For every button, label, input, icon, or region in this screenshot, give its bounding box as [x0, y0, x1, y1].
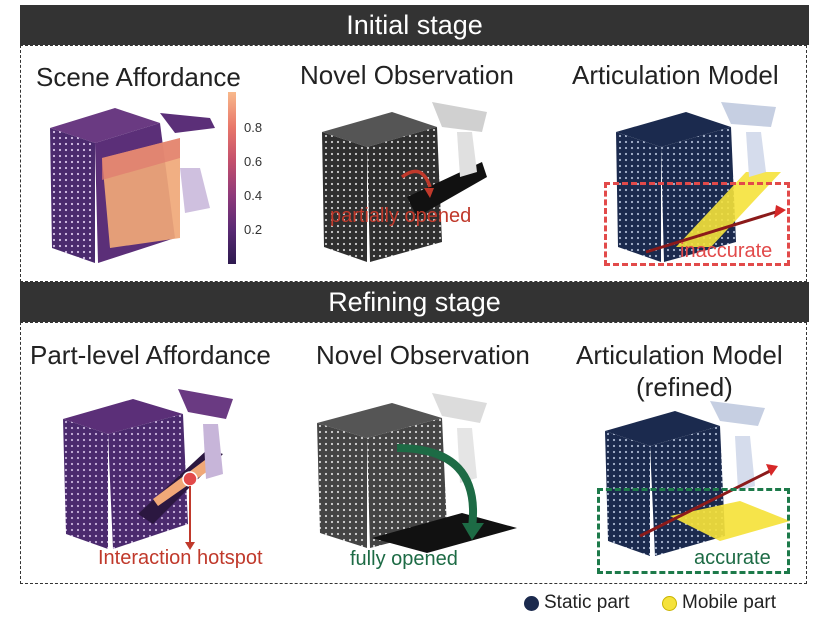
articulation-model-refined-subtitle: (refined)	[636, 372, 733, 402]
static-part-legend-dot	[524, 596, 539, 611]
novel-observation-title-initial: Novel Observation	[300, 60, 514, 90]
partially-opened-label: partially opened	[330, 205, 472, 227]
initial-stage-frame	[20, 45, 807, 282]
scene-affordance-title: Scene Affordance	[36, 62, 241, 92]
novel-observation-image-refining	[317, 393, 517, 553]
colorbar-tick: 0.6	[244, 154, 263, 169]
colorbar-tick: 0.2	[244, 222, 263, 237]
part-level-affordance-image	[63, 389, 233, 550]
fully-opened-label: fully opened	[350, 548, 458, 570]
static-part-legend-label: Static part	[544, 592, 630, 613]
colorbar-tick: 0.4	[244, 188, 263, 203]
articulation-model-title-initial: Articulation Model	[572, 60, 779, 90]
affordance-colorbar	[228, 92, 236, 264]
inaccurate-highlight-box	[604, 182, 790, 266]
articulation-model-title-refining: Articulation Model	[576, 340, 783, 370]
interaction-hotspot-label: Interaction hotspot	[98, 547, 263, 569]
articulation-model-image-initial	[616, 102, 786, 262]
scene-affordance-image	[50, 108, 215, 263]
inaccurate-label: inaccurate	[680, 240, 773, 262]
articulation-model-image-refining	[605, 401, 790, 556]
mobile-part-legend-dot	[662, 596, 677, 611]
part-level-affordance-title: Part-level Affordance	[30, 340, 271, 370]
colorbar-tick: 0.8	[244, 120, 263, 135]
novel-observation-image-initial	[322, 102, 487, 262]
mobile-part-legend-label: Mobile part	[682, 592, 776, 613]
novel-observation-title-refining: Novel Observation	[316, 340, 530, 370]
accurate-label: accurate	[694, 547, 771, 569]
initial-stage-banner: Initial stage	[20, 5, 809, 45]
refining-stage-frame	[20, 322, 807, 584]
accurate-highlight-box	[597, 488, 790, 574]
refining-stage-banner: Refining stage	[20, 282, 809, 322]
